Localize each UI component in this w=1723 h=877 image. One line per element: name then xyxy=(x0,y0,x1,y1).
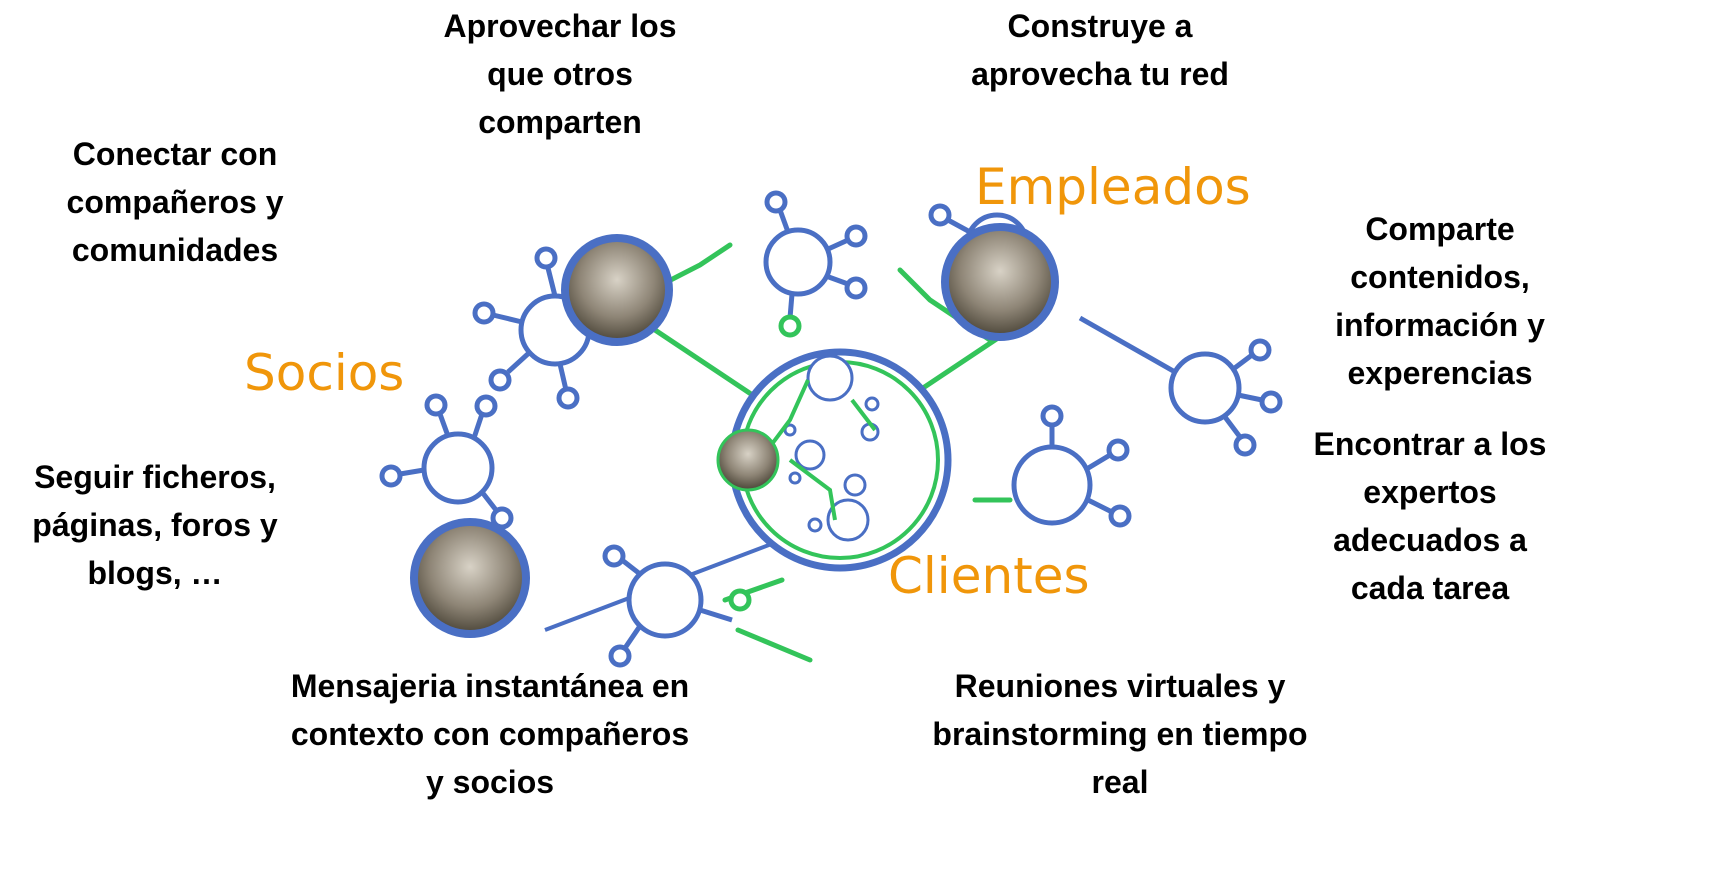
photo-nodes xyxy=(410,223,1059,638)
satellite-nodes xyxy=(379,190,1283,668)
caption-comparte: Comparte contenidos, información y exper… xyxy=(1335,211,1545,391)
caption-construye: Construye a aprovecha tu red xyxy=(971,8,1229,92)
group-label-clientes: Clientes xyxy=(888,547,1090,605)
caption-seguir: Seguir ficheros, páginas, foros y blogs,… xyxy=(32,459,278,591)
group-label-socios: Socios xyxy=(244,344,405,402)
group-label-empleados: Empleados xyxy=(975,158,1251,216)
central-hub xyxy=(716,348,952,572)
caption-aprovechar: Aprovechar los que otros comparten xyxy=(443,8,677,140)
caption-encontrar: Encontrar a los expertos adecuados a cad… xyxy=(1313,426,1547,606)
caption-mensajeria: Mensajeria instantánea en contexto con c… xyxy=(290,668,690,800)
caption-reuniones: Reuniones virtuales y brainstorming en t… xyxy=(932,668,1308,800)
caption-conectar: Conectar con compañeros y comunidades xyxy=(66,136,284,268)
